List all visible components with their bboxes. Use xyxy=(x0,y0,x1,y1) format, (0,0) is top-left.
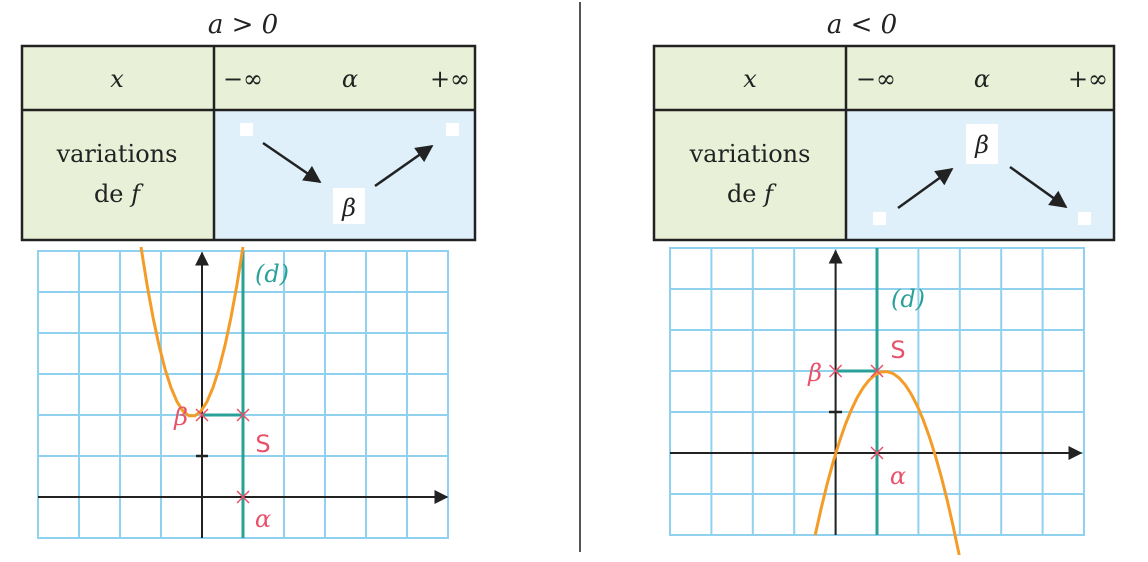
beta-marker-label: β xyxy=(173,403,188,431)
marker-beta xyxy=(829,364,843,378)
panel-right: a < 0 x −∞ α +∞ variations de f β xyxy=(652,10,1116,556)
increasing-arrow xyxy=(374,144,434,188)
vertex-label: S xyxy=(890,336,905,364)
variation-table-border xyxy=(652,44,1116,242)
variations-label: variations xyxy=(689,140,811,168)
alpha-marker-label: α xyxy=(890,462,906,490)
parabola-curve xyxy=(813,370,961,556)
marker-vertex xyxy=(236,408,250,422)
beta-box xyxy=(333,188,365,224)
x-values-cell xyxy=(214,46,475,110)
x-label: x xyxy=(110,65,124,93)
vertex-label: S xyxy=(255,430,270,458)
x-value-alpha: α xyxy=(974,65,990,93)
de-f-label: de f xyxy=(727,180,777,208)
x-values-cell xyxy=(846,46,1114,110)
marker-alpha xyxy=(870,446,884,460)
panel-left: a > 0 x −∞ α +∞ variations de f β xyxy=(20,10,477,539)
marker-beta xyxy=(195,408,209,422)
condition-label: a < 0 xyxy=(827,10,897,40)
variation-label-cell xyxy=(22,110,214,240)
x-header-cell xyxy=(654,46,846,110)
decreasing-arrow xyxy=(262,141,322,184)
marker-vertex xyxy=(870,364,884,378)
extremum-beta: β xyxy=(974,131,989,159)
marker-alpha xyxy=(236,490,250,504)
placeholder-square xyxy=(873,212,886,225)
axis-label-d: (d) xyxy=(255,260,289,288)
parabola-curve xyxy=(139,246,245,418)
x-header-cell xyxy=(22,46,214,110)
x-value-alpha: α xyxy=(342,65,358,93)
variation-label-cell xyxy=(654,110,846,240)
placeholder-square xyxy=(240,123,253,136)
increasing-arrow xyxy=(897,167,954,210)
extremum-beta: β xyxy=(341,194,356,222)
x-label: x xyxy=(743,65,757,93)
alpha-marker-label: α xyxy=(255,505,271,533)
de-f-label: de f xyxy=(94,180,144,208)
x-value-plus-inf: +∞ xyxy=(1068,65,1108,93)
placeholder-square xyxy=(1078,212,1091,225)
placeholder-square xyxy=(446,123,459,136)
variations-label: variations xyxy=(56,140,178,168)
beta-box xyxy=(966,124,998,164)
x-value-plus-inf: +∞ xyxy=(430,65,470,93)
variation-table-border xyxy=(20,44,477,242)
decreasing-arrow xyxy=(1009,165,1068,209)
condition-label: a > 0 xyxy=(208,10,278,40)
axis-label-d: (d) xyxy=(891,285,925,313)
x-value-minus-inf: −∞ xyxy=(856,65,896,93)
beta-marker-label: β xyxy=(807,359,822,387)
x-value-minus-inf: −∞ xyxy=(223,65,263,93)
